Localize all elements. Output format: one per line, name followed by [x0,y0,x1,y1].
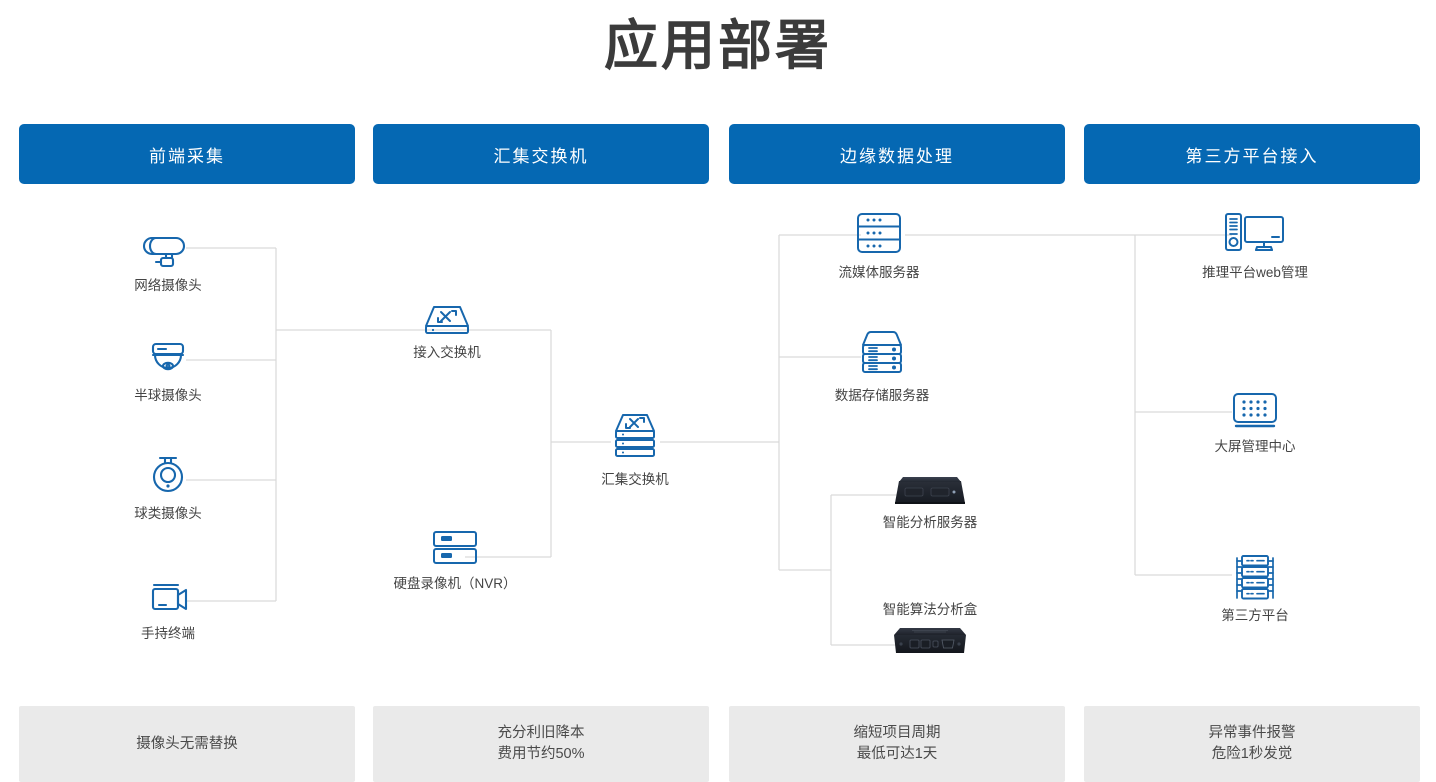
node-label: 球类摄像头 [134,506,202,521]
node-label: 硬盘录像机（NVR） [393,576,517,591]
node-dome-camera[interactable]: 半球摄像头 [118,338,218,405]
node-label: 大屏管理中心 [1214,439,1296,454]
server-cluster-icon [1180,552,1330,600]
node-label: 第三方平台 [1221,608,1289,623]
rack-server-icon [820,209,938,257]
column-header-edge-data-process[interactable]: 边缘数据处理 [729,124,1065,184]
column-header-third-party-access[interactable]: 第三方平台接入 [1084,124,1420,184]
node-third-party-platform[interactable]: 第三方平台 [1180,552,1330,625]
column-header-label: 第三方平台接入 [1185,146,1319,166]
node-ptz-camera[interactable]: 球类摄像头 [118,452,218,523]
node-video-wall-center[interactable]: 大屏管理中心 [1180,389,1330,456]
camcorder-icon [118,580,218,618]
node-label: 汇集交换机 [601,472,669,487]
stacked-switch-icon [578,412,692,464]
column-header-label: 边缘数据处理 [840,146,954,166]
node-label: 半球摄像头 [134,388,202,403]
node-label: 网络摄像头 [134,278,202,293]
node-label: 智能算法分析盒 [882,602,978,617]
algorithm-box-photo [865,625,995,657]
node-algorithm-box[interactable]: 智能算法分析盒 [865,600,995,657]
analysis-server-photo [865,473,995,507]
node-label: 数据存储服务器 [834,388,930,403]
node-nvr[interactable]: 硬盘录像机（NVR） [385,528,525,593]
desktop-pc-icon [1180,209,1330,257]
page-title: 应用部署 [604,16,832,76]
column-footer-edge-data-process: 缩短项目周期 最低可达1天 [729,706,1065,782]
column-footer-text: 摄像头无需替换 [136,735,238,752]
node-streaming-server[interactable]: 流媒体服务器 [820,209,938,282]
video-wall-icon [1180,389,1330,431]
ptz-camera-icon [118,452,218,498]
column-header-label: 汇集交换机 [493,146,589,166]
column-footer-front-end-capture: 摄像头无需替换 [19,706,355,782]
node-network-camera[interactable]: 网络摄像头 [118,224,218,295]
column-header-label: 前端采集 [149,146,225,166]
dome-camera-icon [118,338,218,380]
node-web-management[interactable]: 推理平台web管理 [1180,209,1330,282]
column-footer-text: 充分利旧降本 费用节约50% [497,725,585,762]
column-footer-text: 缩短项目周期 最低可达1天 [853,725,941,762]
switch-icon [390,301,504,337]
column-footer-aggregation-switch: 充分利旧降本 费用节约50% [373,706,709,782]
node-label: 接入交换机 [413,345,481,360]
node-analysis-server[interactable]: 智能分析服务器 [865,473,995,532]
node-aggregation-switch[interactable]: 汇集交换机 [578,412,692,489]
node-label: 推理平台web管理 [1202,265,1308,280]
bullet-camera-icon [118,224,218,270]
node-handheld-terminal[interactable]: 手持终端 [118,580,218,643]
node-storage-server[interactable]: 数据存储服务器 [820,328,944,405]
column-footer-third-party-access: 异常事件报警 危险1秒发觉 [1084,706,1420,782]
storage-server-icon [820,328,944,380]
node-access-switch[interactable]: 接入交换机 [390,301,504,362]
node-label: 流媒体服务器 [838,265,920,280]
node-label: 智能分析服务器 [882,515,978,530]
column-header-front-end-capture[interactable]: 前端采集 [19,124,355,184]
nvr-icon [385,528,525,568]
column-header-aggregation-switch[interactable]: 汇集交换机 [373,124,709,184]
column-footer-text: 异常事件报警 危险1秒发觉 [1208,725,1296,762]
node-label: 手持终端 [141,626,195,641]
